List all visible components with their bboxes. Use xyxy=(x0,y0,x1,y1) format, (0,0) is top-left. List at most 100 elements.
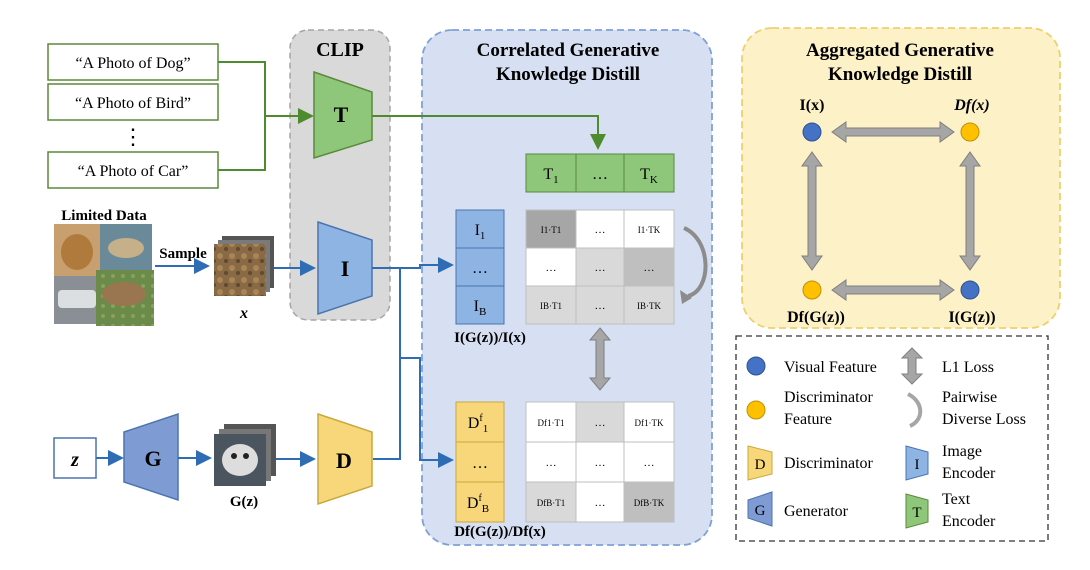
z-box xyxy=(53,437,97,479)
t-cell-3: TK xyxy=(640,166,658,186)
limited-data-images xyxy=(54,224,154,326)
prompt-connectors xyxy=(218,61,606,171)
bot-m-0-2: Df1·TK xyxy=(635,418,664,428)
t-feature-row xyxy=(525,153,675,193)
aggregated-title-line1: Aggregated Generative xyxy=(806,40,994,61)
bot-m-0-0: Df1·T1 xyxy=(538,418,565,428)
prompt-box-bird xyxy=(47,83,219,121)
z-label: z xyxy=(70,449,79,471)
i-cell-3: IB xyxy=(474,298,487,318)
prompt-bird: “A Photo of Bird” xyxy=(75,95,191,112)
bot-m-1-0: … xyxy=(546,457,557,469)
l1-arrow-matrices xyxy=(588,327,612,391)
node-tl-visual-feature xyxy=(802,122,822,142)
legend-visual-feature: Visual Feature xyxy=(784,359,877,376)
bottom-matrix xyxy=(525,401,675,523)
prompt-car: “A Photo of Car” xyxy=(78,163,189,180)
bot-m-2-2: DfB·TK xyxy=(634,498,665,508)
node-bl-disc-feature xyxy=(802,280,822,300)
legend-l1-loss: L1 Loss xyxy=(942,359,994,376)
sample-image-stack xyxy=(214,236,274,296)
prompt-box-dog xyxy=(47,43,219,81)
legend-g-icon-label: G xyxy=(755,503,766,519)
top-m-1-2: … xyxy=(644,262,655,274)
legend-text-encoder-2: Encoder xyxy=(942,513,996,530)
d-caption: Df(G(z))/Df(x) xyxy=(454,524,546,540)
node-br-visual-feature xyxy=(960,280,980,300)
d-cell-3: DfB xyxy=(467,493,489,515)
prompt-dog: “A Photo of Dog” xyxy=(75,55,190,72)
legend-image-encoder-1: Image xyxy=(942,443,982,460)
i-cell-1: I1 xyxy=(475,222,486,242)
top-m-1-1: … xyxy=(595,262,606,274)
aggregated-l1-arrows xyxy=(801,121,981,301)
legend-t-icon xyxy=(905,493,929,529)
prompt-box-car xyxy=(47,151,219,189)
t-cell-2: … xyxy=(592,166,608,183)
legend-i-icon-label: I xyxy=(915,457,920,473)
legend-t-icon-label: T xyxy=(912,505,921,521)
legend-generator: Generator xyxy=(784,503,849,520)
i-feature-column xyxy=(455,209,505,325)
discriminator-label: D xyxy=(336,448,352,473)
correlated-title-line2: Knowledge Distill xyxy=(496,64,640,85)
legend-pairwise-1: Pairwise xyxy=(942,389,997,406)
bot-m-1-2: … xyxy=(644,457,655,469)
correlated-title-line1: Correlated Generative xyxy=(477,40,660,61)
legend-image-encoder-2: Encoder xyxy=(942,465,996,482)
d-cell-1: Df1 xyxy=(468,413,488,435)
generator-g xyxy=(123,412,179,502)
legend-d-icon xyxy=(747,445,773,481)
x-label: x xyxy=(239,305,248,322)
top-m-2-1: … xyxy=(595,300,606,312)
top-matrix xyxy=(525,209,675,325)
aggregated-panel xyxy=(741,27,1061,329)
top-m-1-0: … xyxy=(546,262,557,274)
d-cell-2: … xyxy=(472,455,488,472)
legend-panel xyxy=(735,335,1049,542)
legend-text-encoder-1: Text xyxy=(942,491,971,508)
i-caption: I(G(z))/I(x) xyxy=(454,330,526,346)
legend-g-icon xyxy=(747,491,773,527)
aggregated-title-line2: Knowledge Distill xyxy=(828,64,972,85)
legend-disc-feature-2: Feature xyxy=(784,411,832,428)
i-cell-2: … xyxy=(472,260,488,277)
top-m-0-1: … xyxy=(595,224,606,236)
legend-disc-feature-1: Discriminator xyxy=(784,389,874,406)
top-m-0-2: I1·TK xyxy=(638,225,661,235)
legend-visual-feature-icon xyxy=(746,356,766,376)
top-m-2-0: IB·T1 xyxy=(540,301,562,311)
legend-pairwise-2: Diverse Loss xyxy=(942,411,1026,428)
top-m-0-0: I1·T1 xyxy=(541,225,562,235)
bot-m-1-1: … xyxy=(595,457,606,469)
legend-disc-feature-icon xyxy=(746,400,766,420)
top-m-2-2: IB·TK xyxy=(637,301,661,311)
node-bl-label: Df(G(z)) xyxy=(787,309,845,326)
legend-discriminator: Discriminator xyxy=(784,455,874,472)
legend-d-icon-label: D xyxy=(755,457,766,473)
image-encoder-label: I xyxy=(341,256,350,281)
node-br-label: I(G(z)) xyxy=(948,309,995,326)
bot-m-0-1: … xyxy=(595,417,606,429)
node-tr-label: Df(x) xyxy=(953,97,990,114)
text-encoder-t xyxy=(313,70,373,160)
node-tr-disc-feature xyxy=(960,122,980,142)
image-encoder-i xyxy=(317,220,373,316)
sample-label: Sample xyxy=(159,246,207,262)
gz-label: G(z) xyxy=(230,494,258,510)
bot-m-2-0: DfB·T1 xyxy=(537,498,566,508)
legend-l1-icon xyxy=(900,347,924,385)
d-feature-column xyxy=(455,401,505,523)
i-output-connectors xyxy=(372,257,454,468)
legend-pairwise-icon xyxy=(906,392,923,428)
t-cell-1: T1 xyxy=(543,166,558,186)
generated-image-stack xyxy=(214,424,276,486)
text-encoder-label: T xyxy=(334,102,349,127)
legend-i-icon xyxy=(905,445,929,481)
bot-m-2-1: … xyxy=(595,497,606,509)
clip-title: CLIP xyxy=(316,39,364,61)
discriminator-d xyxy=(317,412,373,506)
prompt-dots: ⋮ xyxy=(122,124,144,149)
node-tl-label: I(x) xyxy=(800,97,825,114)
